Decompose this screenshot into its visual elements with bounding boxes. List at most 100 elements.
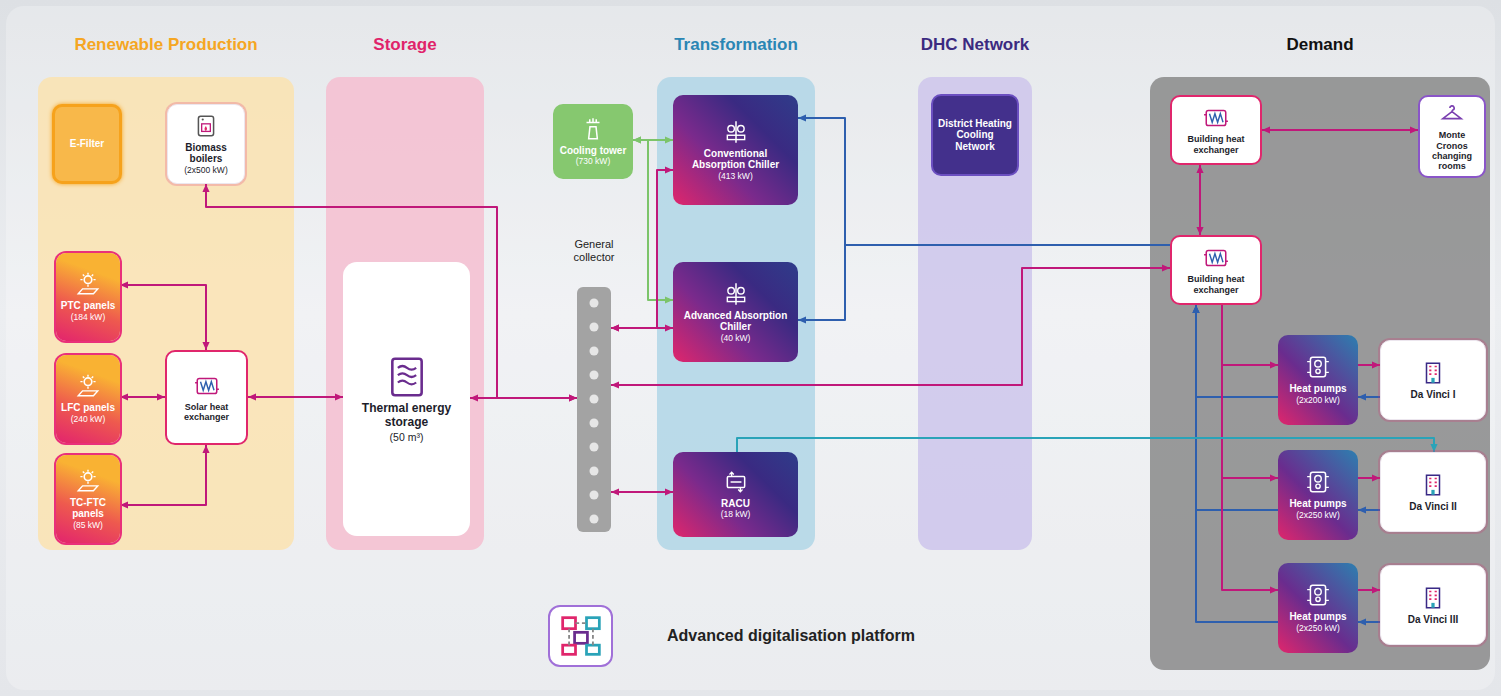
pipe-connector (611, 170, 673, 328)
box-content: Thermal energy storage(50 m³) (343, 351, 470, 447)
graphic-part (569, 623, 593, 645)
platform-icon (559, 614, 603, 658)
graphic-part (1431, 490, 1434, 495)
band-heading: DHC Network (868, 35, 1082, 55)
box-content: PTC panels(184 kW) (56, 267, 120, 326)
graphic-part (574, 632, 587, 643)
graphic-part (1210, 114, 1224, 123)
graphic-part (1206, 111, 1226, 126)
hp-icon (1305, 354, 1331, 380)
hx-icon (1203, 245, 1229, 271)
node-label: Heat pumps (1289, 611, 1346, 623)
box-content: Building heat exchanger (1172, 241, 1260, 299)
graphic-part (1307, 362, 1329, 373)
graphic-part (727, 135, 744, 139)
node-label: Conventional Absorption Chiller (677, 148, 794, 171)
graphic-part (1427, 475, 1440, 495)
hp-icon (1305, 469, 1331, 495)
graphic-part (195, 382, 219, 389)
building-box: Da Vinci III (1380, 565, 1486, 645)
building-box: Da Vinci I (1380, 340, 1486, 420)
node-label: Solar heat exchanger (171, 402, 242, 423)
bld-icon (1420, 585, 1446, 611)
filter-box: E-Filter (52, 104, 122, 184)
platform-box: Advanced digitalisation platform (548, 605, 613, 667)
graphic-part (590, 395, 599, 404)
graphic-part (1307, 477, 1329, 488)
graphic-part (562, 645, 575, 654)
pipe-connector (120, 285, 206, 350)
graphic-part (590, 515, 599, 524)
graphic-part (1204, 255, 1228, 262)
graphic-part (1431, 603, 1434, 608)
node-label: Advanced Absorption Chiller (677, 310, 794, 333)
graphic-part (587, 118, 600, 139)
hp-icon (1305, 582, 1331, 608)
graphic-part (737, 125, 744, 132)
graphic-part (84, 276, 92, 284)
transformation-band: TransformationConventional Absorption Ch… (657, 77, 815, 550)
pipe-connector (798, 245, 1170, 320)
hanger-icon (1439, 101, 1465, 127)
graphic-part (1315, 589, 1322, 596)
sun-icon (75, 271, 101, 297)
capacity-label: (18 kW) (721, 510, 751, 520)
node-label: Biomass boilers (172, 142, 240, 165)
node-label: TC-FTC panels (60, 497, 116, 520)
chiller-icon (723, 119, 749, 145)
graphic-part (392, 359, 421, 396)
graphic-part (1310, 358, 1325, 378)
graphic-part (397, 366, 415, 384)
box-content: Advanced Absorption Chiller(40 kW) (673, 277, 798, 348)
pipe-connector (1262, 129, 1418, 131)
pipe-connector (1199, 165, 1201, 235)
box-content: Solar heat exchanger (167, 369, 246, 427)
solar-panel-box: PTC panels(184 kW) (56, 253, 120, 341)
chiller-box: Advanced Absorption Chiller(40 kW) (673, 262, 798, 362)
graphic-part (1315, 476, 1322, 483)
graphic-part (727, 297, 744, 301)
pipe-connector (611, 327, 673, 329)
capacity-label: (50 m³) (390, 431, 424, 443)
pipe-connector (1222, 305, 1278, 365)
sun-icon (75, 468, 101, 494)
graphic-part (1431, 378, 1434, 383)
heat-pump-box: Heat pumps(2x250 kW) (1278, 563, 1358, 653)
band-heading: Transformation (607, 35, 865, 55)
graphic-part (202, 118, 204, 120)
cooling-tower-box: Cooling tower(730 kW) (553, 104, 633, 179)
heat-pump-box: Heat pumps(2x250 kW) (1278, 450, 1358, 540)
collector-bar: General collector (577, 287, 611, 532)
graphic-part (729, 472, 742, 492)
graphic-part (590, 371, 599, 380)
node-label: RACU (721, 498, 750, 510)
graphic-part (1427, 588, 1440, 608)
pipe-connector (1222, 305, 1278, 478)
graphic-part (197, 378, 217, 393)
graphic-part (198, 116, 213, 136)
box-content: Da Vinci I (1381, 356, 1485, 405)
heat-exchanger-box: Building heat exchanger (1170, 95, 1262, 165)
band-heading: Storage (276, 35, 534, 55)
capacity-label: (2x500 kW) (184, 166, 227, 176)
node-label: Da Vinci I (1411, 389, 1456, 401)
capacity-label: (2x200 kW) (1296, 396, 1339, 406)
pipe-connector (120, 445, 206, 505)
graphic-part (590, 443, 599, 452)
node-label: Monte Cronos changing rooms (1424, 130, 1480, 171)
pipe-connector (798, 118, 1170, 245)
pipe-connector (1358, 589, 1380, 591)
pipe-connector (206, 184, 577, 398)
node-label: LFC panels (61, 402, 115, 414)
heat-exchanger-box: Building heat exchanger (1170, 235, 1262, 305)
solar-panel-box: TC-FTC panels(85 kW) (56, 455, 120, 543)
node-label: Da Vinci III (1408, 614, 1458, 626)
graphic-part (1315, 361, 1322, 368)
storage-band: StorageThermal energy storage(50 m³) (326, 77, 484, 550)
pipe-connector (1358, 621, 1380, 623)
graphic-part (590, 467, 599, 476)
box-content: LFC panels(240 kW) (56, 369, 120, 428)
graphic-part (1429, 591, 1437, 599)
node-label: Thermal energy storage (347, 402, 466, 430)
